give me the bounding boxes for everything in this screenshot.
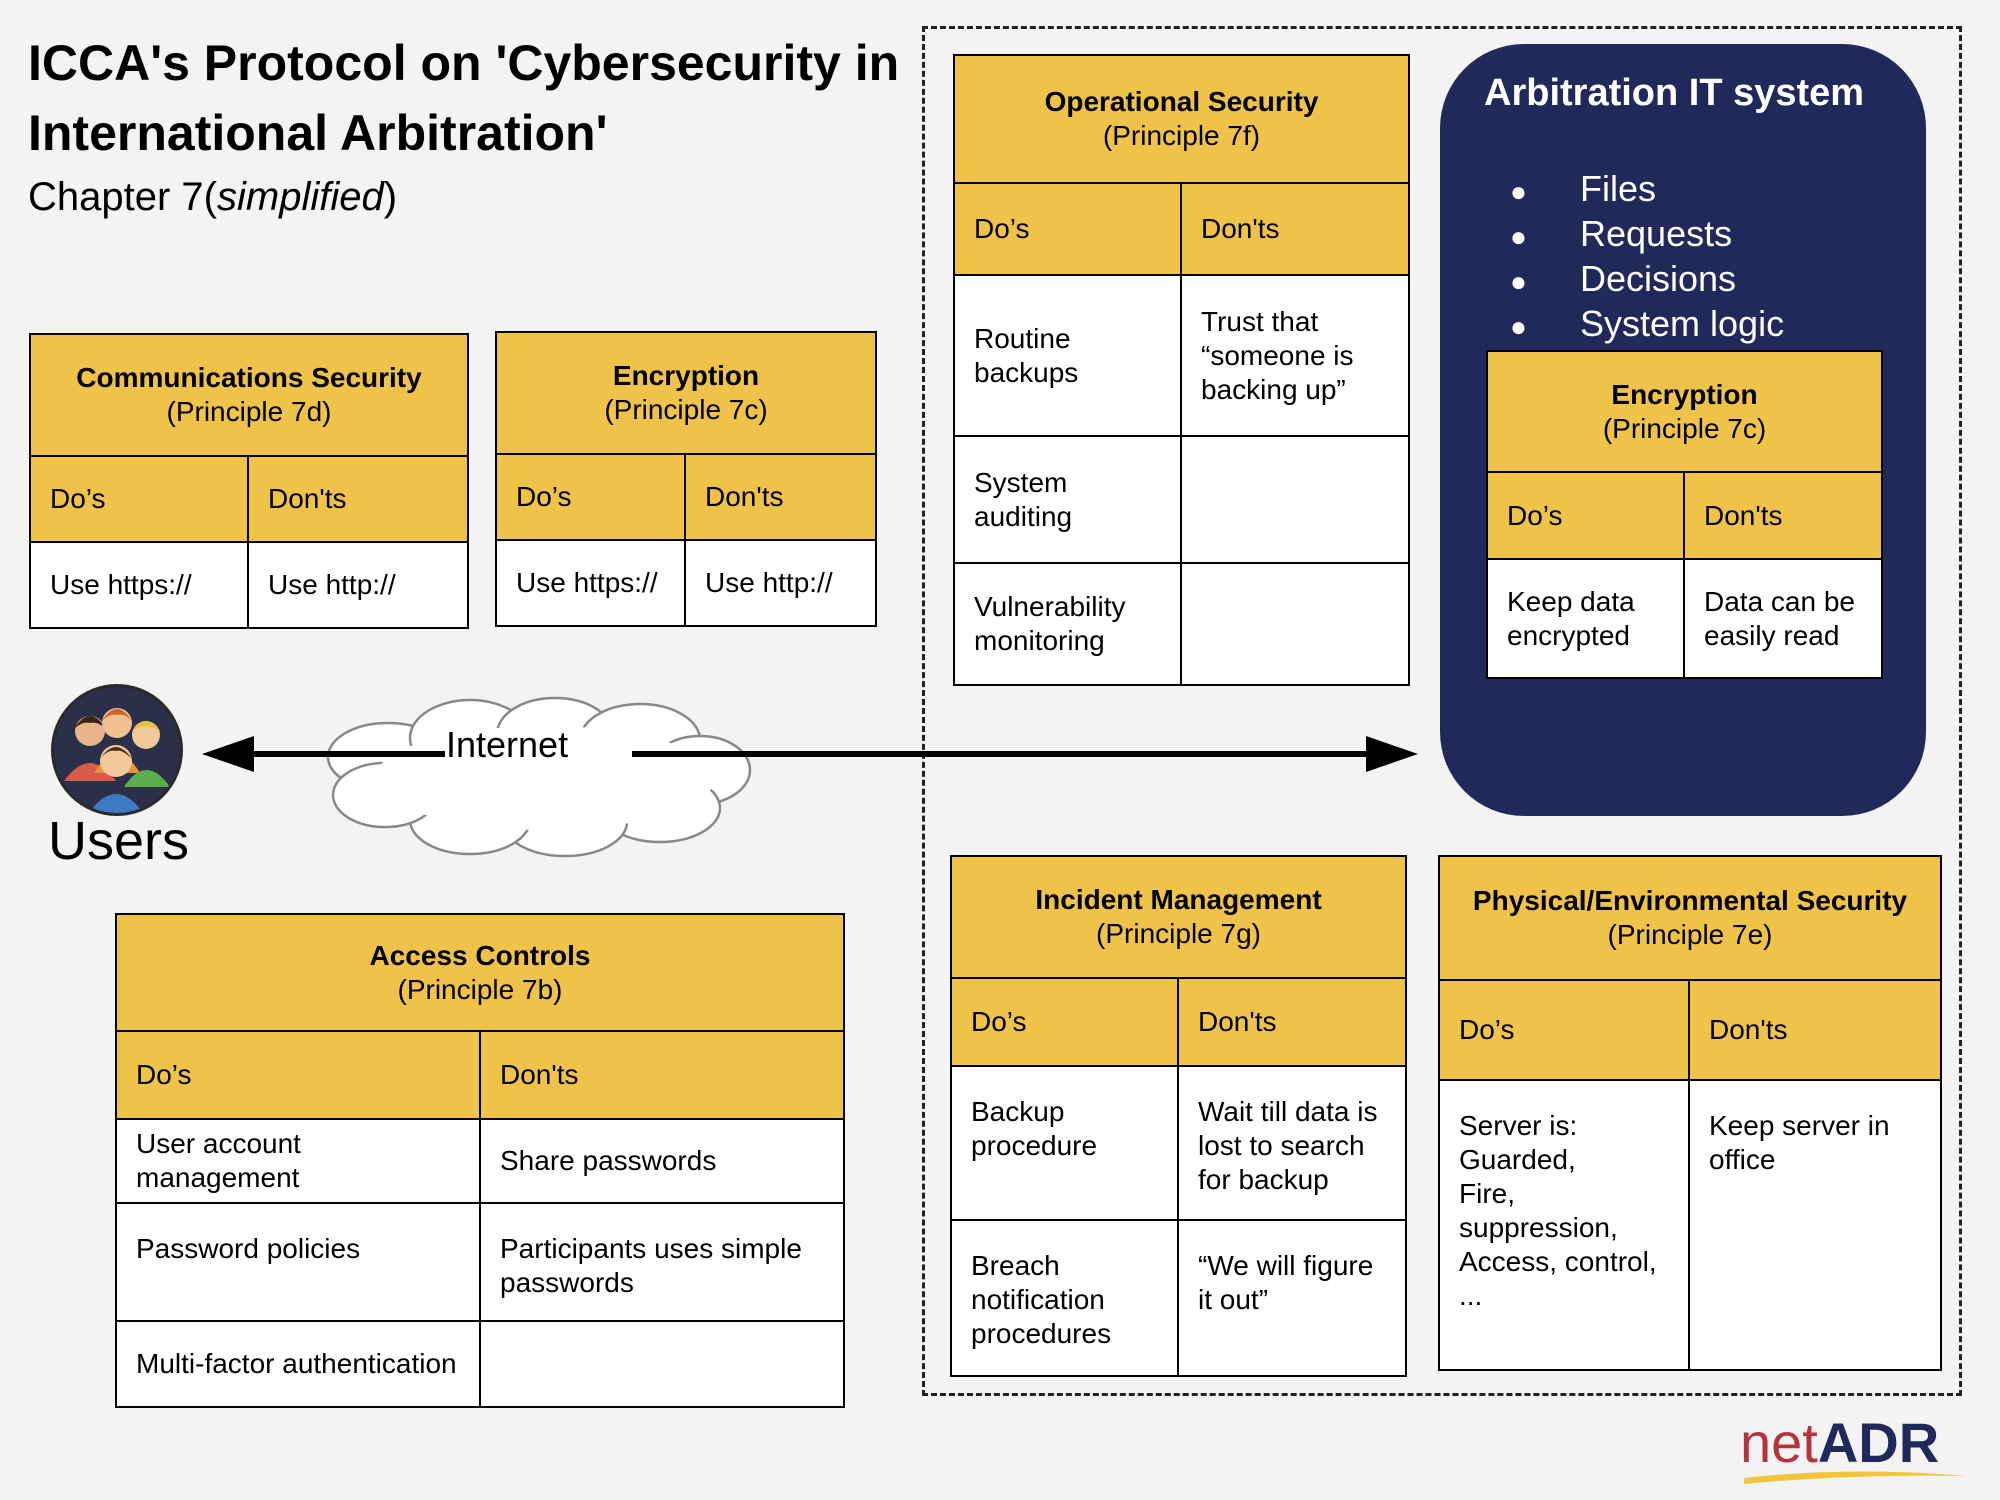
table-title: Incident Management — [1035, 884, 1322, 915]
do-cell: Vulnerability monitoring — [953, 562, 1182, 686]
list-item: ●Files — [1510, 166, 1784, 211]
table-title: Operational Security — [1044, 86, 1319, 117]
dos-header: Do’s — [29, 455, 249, 543]
table-header: Encryption(Principle 7c) — [1485, 350, 1884, 473]
list-item: ●System logic — [1510, 301, 1784, 346]
principle-label: (Principle 7c) — [604, 394, 768, 425]
dos-header: Do’s — [495, 453, 686, 541]
it-system-title: Arbitration IT system — [1484, 72, 1865, 114]
do-cell: Server is: Guarded, Fire, suppression, A… — [1438, 1079, 1690, 1371]
logo-net-text: net — [1740, 1411, 1818, 1474]
list-item: ●Requests — [1510, 211, 1784, 256]
table-header: Encryption(Principle 7c) — [494, 331, 878, 455]
do-cell: Keep data encrypted — [1486, 558, 1685, 679]
dont-cell — [1180, 435, 1410, 564]
table-header: Access Controls(Principle 7b) — [115, 913, 845, 1032]
bullet-icon: ● — [1510, 221, 1527, 252]
dont-cell: Data can be easily read — [1682, 558, 1884, 679]
do-cell: Multi-factor authentication — [115, 1320, 481, 1408]
principle-label: (Principle 7d) — [166, 396, 332, 427]
table-title: Encryption — [1611, 378, 1758, 410]
it-system-list: ●Files ●Requests ●Decisions ●System logi… — [1510, 166, 1784, 346]
dos-header: Do’s — [953, 182, 1182, 276]
dont-cell: Use http:// — [247, 541, 469, 629]
principle-label: (Principle 7e) — [1607, 919, 1773, 950]
dos-header: Do’s — [1486, 471, 1685, 560]
logo-adr-text: ADR — [1817, 1411, 1940, 1474]
table-header: Incident Management(Principle 7g) — [949, 855, 1408, 979]
subtitle-emphasis: simplified — [216, 175, 384, 219]
table-header: Operational Security(Principle 7f) — [953, 54, 1410, 184]
table-title: Communications Security — [76, 362, 422, 393]
dont-cell — [1180, 562, 1410, 686]
principle-label: (Principle 7f) — [1102, 120, 1261, 151]
connection-arrow — [202, 696, 1418, 858]
cloud-icon — [326, 696, 752, 858]
donts-header: Don'ts — [683, 453, 878, 541]
dont-cell: Participants uses simple passwords — [479, 1202, 845, 1322]
donts-header: Don'ts — [1176, 977, 1408, 1067]
internet-label: Internet — [446, 724, 569, 765]
dont-cell: Trust that “someone is backing up” — [1180, 274, 1410, 437]
do-cell: Breach notification procedures — [950, 1219, 1179, 1377]
do-cell: Use https:// — [29, 541, 249, 629]
donts-header: Don'ts — [1687, 979, 1943, 1081]
do-cell: Routine backups — [953, 274, 1182, 437]
physical-security-table: Physical/Environmental Security(Principl… — [1437, 855, 1943, 1371]
list-item: ●Decisions — [1510, 256, 1784, 301]
dont-cell: Share passwords — [479, 1118, 845, 1204]
users-label: Users — [48, 811, 190, 871]
dont-cell: Wait till data is lost to search for bac… — [1176, 1065, 1408, 1221]
donts-header: Don'ts — [1180, 182, 1410, 276]
netadr-logo: netADR — [1740, 1410, 1939, 1475]
table-title: Physical/Environmental Security — [1472, 885, 1908, 916]
users-icon — [51, 684, 183, 816]
dont-cell: Keep server in office — [1687, 1079, 1943, 1371]
dont-cell: “We will figure it out” — [1176, 1219, 1408, 1377]
system-boundary — [922, 26, 1962, 1396]
principle-label: (Principle 7c) — [1602, 412, 1767, 444]
dont-cell: Use http:// — [683, 539, 878, 627]
dos-header: Do’s — [115, 1030, 481, 1120]
bullet-icon: ● — [1510, 311, 1527, 342]
table-header: Physical/Environmental Security(Principl… — [1437, 855, 1943, 981]
donts-header: Don'ts — [479, 1030, 845, 1120]
logo-swoosh — [1744, 1471, 1966, 1484]
communications-security-table: Communications Security(Principle 7d) Do… — [29, 333, 469, 629]
dos-header: Do’s — [950, 977, 1179, 1067]
table-title: Encryption — [612, 360, 760, 391]
do-cell: System auditing — [953, 435, 1182, 564]
dos-header: Do’s — [1438, 979, 1690, 1081]
do-cell: Use https:// — [495, 539, 686, 627]
do-cell: Password policies — [115, 1202, 481, 1322]
do-cell: Backup procedure — [950, 1065, 1179, 1221]
bullet-icon: ● — [1510, 266, 1527, 297]
bullet-icon: ● — [1510, 176, 1527, 207]
principle-label: (Principle 7b) — [397, 973, 563, 1005]
table-header: Communications Security(Principle 7d) — [29, 333, 469, 457]
dont-cell — [479, 1320, 845, 1408]
principle-label: (Principle 7g) — [1096, 918, 1261, 949]
page-subtitle: Chapter 7(simplified) — [28, 175, 398, 219]
do-cell: User account management — [115, 1118, 481, 1204]
page-title: ICCA's Protocol on 'Cybersecurity in Int… — [28, 35, 900, 161]
donts-header: Don'ts — [1682, 471, 1884, 560]
donts-header: Don'ts — [247, 455, 469, 543]
table-title: Access Controls — [369, 939, 591, 971]
